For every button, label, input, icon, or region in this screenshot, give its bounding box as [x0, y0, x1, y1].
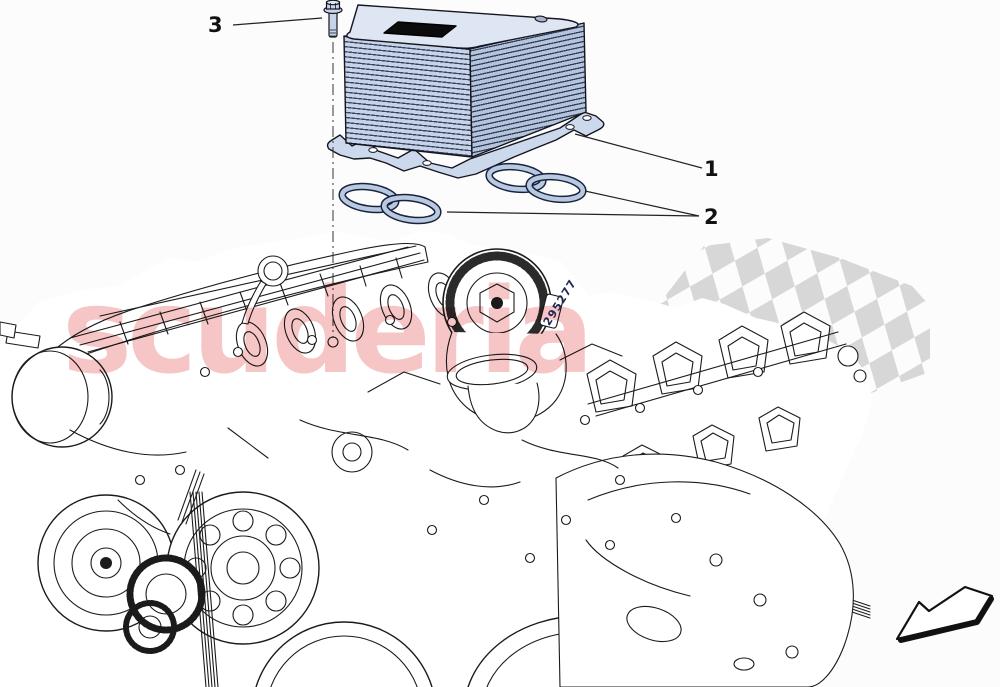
- bolt-drawing: [323, 0, 343, 338]
- callout-1[interactable]: 1: [704, 157, 719, 181]
- heat-exchanger-front-face: [343, 35, 473, 158]
- callout-leader-lines: [232, 17, 703, 217]
- callout-3[interactable]: 3: [208, 13, 223, 37]
- heat-exchanger-top-face: [346, 4, 579, 49]
- heat-exchanger-inlet: [383, 21, 457, 38]
- heat-exchanger-drawing: [326, 4, 605, 179]
- heat-exchanger-flange: [326, 111, 605, 179]
- heat-exchanger-port: [534, 15, 548, 23]
- gaskets-drawing: [338, 162, 587, 225]
- direction-arrow-icon: [895, 585, 994, 643]
- callout-2[interactable]: 2: [704, 205, 719, 229]
- engine-line-art: [0, 230, 872, 687]
